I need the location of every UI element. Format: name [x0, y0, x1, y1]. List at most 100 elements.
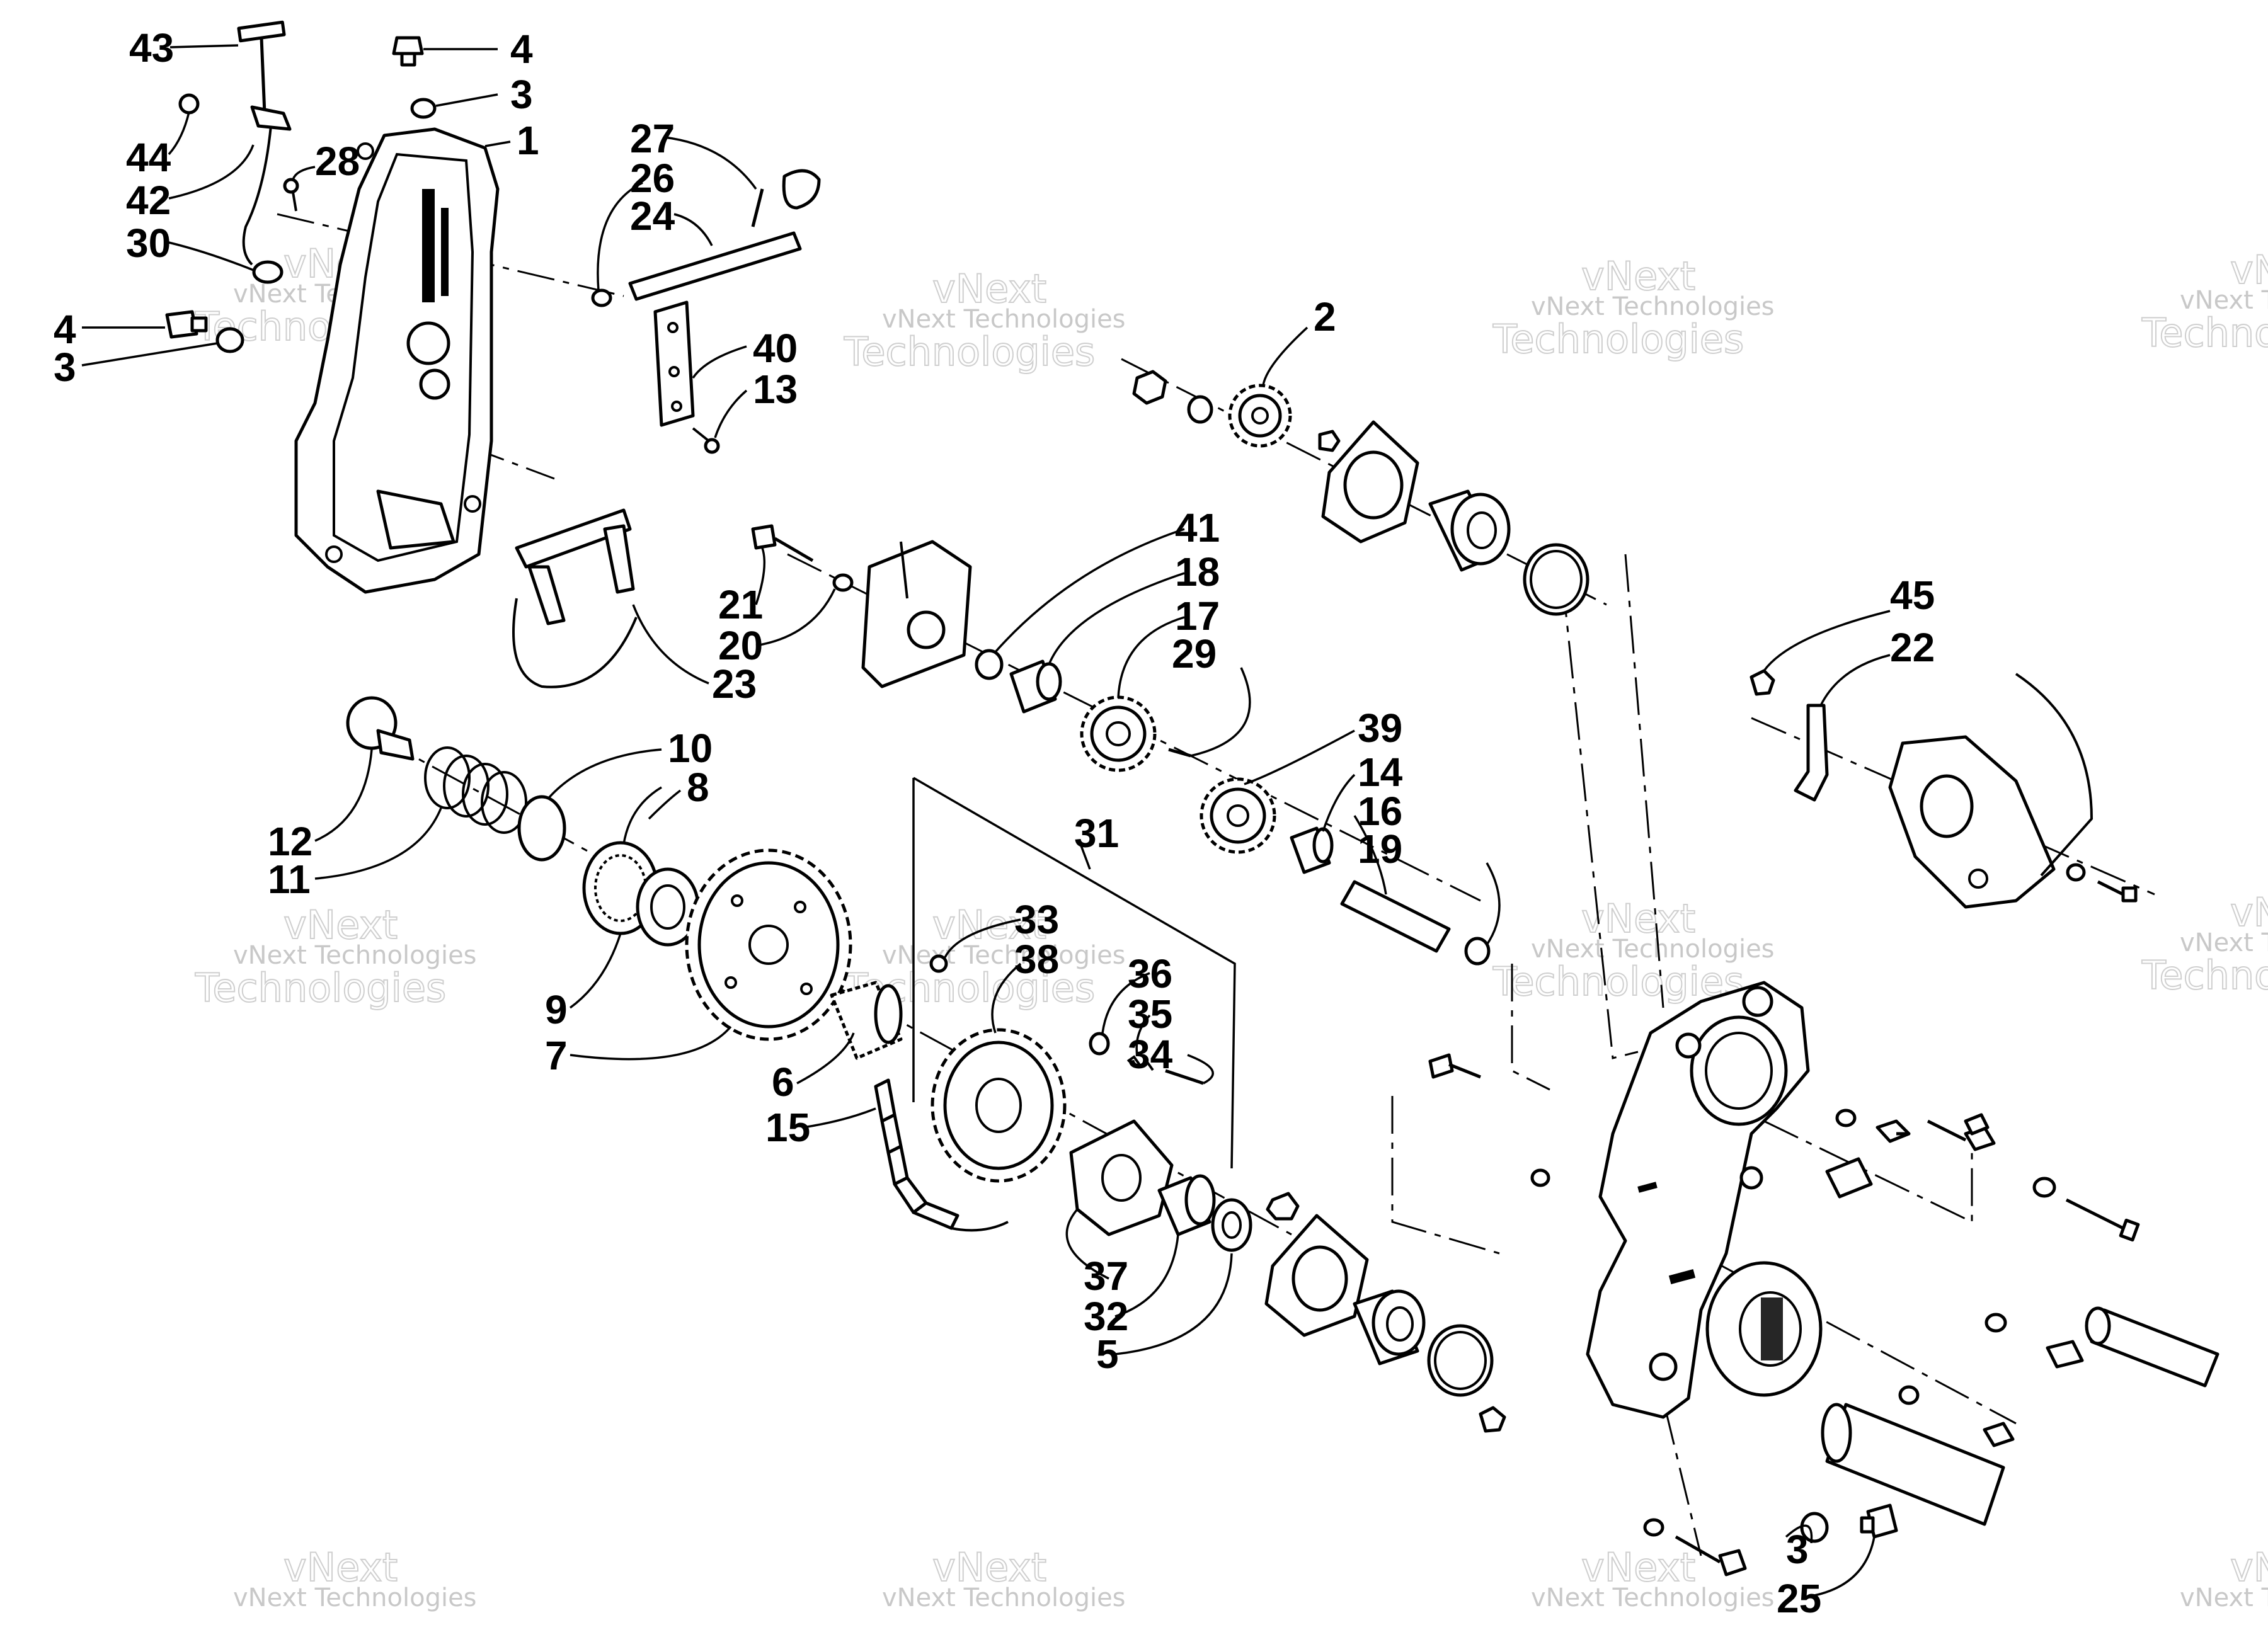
- leader-22: [1819, 654, 1891, 706]
- leader-6: [796, 1032, 855, 1085]
- washer-5: [1211, 1198, 1252, 1252]
- snap-ring-lower: [1427, 1324, 1494, 1397]
- callout-33: 33: [1014, 897, 1059, 942]
- callout-4-left: 4: [54, 307, 76, 352]
- watermark: vNext Technologies vNext Technologies: [2141, 246, 2268, 356]
- leader-3-bottom: [1785, 1524, 1813, 1544]
- mount-hole: [907, 610, 946, 649]
- leader-24: [673, 213, 713, 246]
- bearing-flange-top: [1321, 420, 1419, 544]
- leader-3-left: [81, 342, 218, 367]
- screw-34: [1165, 1069, 1204, 1085]
- washer-3-left: [215, 327, 244, 353]
- watermark-line2: vNext: [284, 1544, 398, 1590]
- housing-slot: [1637, 1182, 1658, 1193]
- retaining-ring-10: [517, 795, 566, 862]
- callout-21: 21: [718, 582, 763, 627]
- callout-45: 45: [1890, 573, 1935, 618]
- callout-27: 27: [630, 116, 675, 161]
- watermark: vNext Technologies vNext Technologies: [1492, 895, 1775, 1005]
- leader-19: [1486, 862, 1501, 945]
- axis-left-bracket: [1391, 1096, 1500, 1255]
- bearing-top: [1428, 489, 1511, 572]
- dipstick-rod: [242, 125, 272, 266]
- housing-lower-bore-inner: [1739, 1291, 1802, 1367]
- callout-labels: 43 4 3 1 44 28 42 30 4 3 27 26 24 40 13 …: [54, 25, 1935, 1621]
- plate-hole: [667, 322, 679, 333]
- leader-41: [994, 528, 1185, 653]
- watermark-line2: vNext: [2230, 889, 2268, 935]
- callout-44: 44: [126, 135, 171, 180]
- cover-bolt-hole: [357, 142, 374, 160]
- leader-1: [484, 140, 511, 147]
- leader-13: [714, 389, 748, 438]
- watermark-line2: vNext: [2230, 1544, 2268, 1590]
- leader-32: [1114, 1234, 1179, 1318]
- axis-lower-drop: [1511, 964, 1550, 1091]
- leader-43: [169, 44, 239, 48]
- watermark-line1: vNext Technologies: [1531, 292, 1775, 321]
- gear-38: [931, 1028, 1067, 1183]
- washer-19: [1464, 937, 1491, 966]
- callout-3-bottom: 3: [1786, 1527, 1809, 1572]
- callout-6: 6: [772, 1059, 794, 1105]
- shift-fork-37: [1069, 1119, 1174, 1236]
- watermark-line2: vNext: [932, 902, 1046, 948]
- callout-5: 5: [1096, 1331, 1119, 1377]
- screw-28: [283, 178, 299, 212]
- chaincase-housing: [1586, 981, 1823, 1419]
- callout-23: 23: [712, 661, 757, 707]
- callout-15: 15: [765, 1105, 810, 1150]
- washer-26: [591, 288, 612, 307]
- callout-26: 26: [630, 156, 675, 201]
- callout-19: 19: [1358, 826, 1402, 872]
- bolt-right-3: [1964, 1113, 2140, 1242]
- watermark-line2: vNext: [932, 1544, 1046, 1590]
- watermark-line1: vNext Technologies: [2180, 286, 2268, 315]
- watermark-line1: vNext Technologies: [882, 1583, 1126, 1612]
- leader-25: [1807, 1536, 1876, 1598]
- leader-44: [168, 111, 190, 156]
- o-ring-30: [252, 260, 284, 284]
- callout-10: 10: [668, 726, 713, 771]
- watermark: vNext Technologies vNext: [233, 1544, 477, 1612]
- callout-3-left: 3: [54, 345, 76, 390]
- bearing-lower: [1353, 1289, 1426, 1366]
- leader-31: [912, 777, 1236, 1169]
- mount-edge: [900, 541, 908, 599]
- cover-bolt-hole: [464, 495, 481, 513]
- nut-lower: [1266, 1192, 1300, 1221]
- cover-inner-rim: [333, 152, 474, 562]
- snap-ring-lower-inner: [1434, 1331, 1487, 1390]
- watermark-line2: vNext: [284, 902, 398, 948]
- callout-3-top: 3: [510, 72, 533, 117]
- callout-36: 36: [1128, 951, 1172, 996]
- cover-right: [1888, 673, 2093, 909]
- callout-7: 7: [545, 1033, 568, 1078]
- cover-right-bore: [1920, 774, 1974, 838]
- callout-14: 14: [1358, 750, 1403, 795]
- leader-3-top: [435, 93, 498, 107]
- leader-36: [1101, 972, 1150, 1034]
- watermark-group: vNext Technologies vNext Technologies vN…: [194, 240, 2268, 1612]
- watermark: vNext Technologies vNext Technologies: [843, 901, 1126, 1012]
- shaft-lever: [782, 169, 821, 210]
- leader-21: [755, 547, 766, 605]
- bolt-bottom: [1643, 1518, 1747, 1577]
- callout-42: 42: [126, 178, 171, 223]
- watermark-line3: Technologies: [1492, 959, 1744, 1005]
- watermark-line3: Technologies: [1492, 316, 1744, 362]
- watermark-line2: vNext: [2230, 247, 2268, 293]
- callout-24: 24: [630, 193, 675, 239]
- watermark: vNext Technologies vNext Technologies: [2141, 889, 2268, 999]
- watermark-line1: vNext Technologies: [882, 941, 1126, 970]
- leader-10: [547, 748, 662, 800]
- sprocket-2: [1228, 384, 1292, 448]
- leader-15: [803, 1107, 876, 1129]
- housing-slot: [1668, 1269, 1696, 1284]
- watermark-line3: Technologies: [844, 329, 1095, 375]
- washer-right-4: [1984, 1313, 2084, 1369]
- cover-bearing-boss: [406, 321, 450, 365]
- nut-small: [1318, 430, 1341, 452]
- washer-5-inner: [1222, 1211, 1242, 1239]
